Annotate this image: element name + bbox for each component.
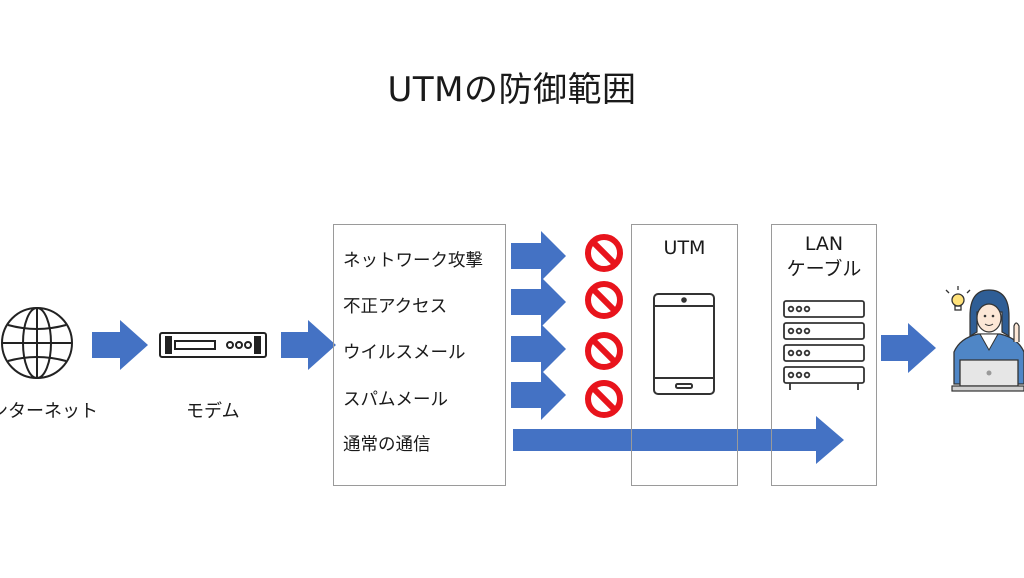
normal-communication: 通常の通信 — [343, 435, 431, 455]
utm-box — [631, 224, 738, 486]
arrow-normal-traffic — [513, 416, 844, 464]
arrow-threat-1 — [511, 231, 566, 281]
prohibited-icon — [585, 234, 623, 272]
threat-unauthorized-access: 不正アクセス — [343, 297, 448, 317]
threat-list-box — [333, 224, 506, 486]
prohibited-icon — [585, 281, 623, 319]
threat-virus-mail: ウイルスメール — [343, 343, 466, 363]
diagram-title: UTMの防御範囲 — [387, 70, 637, 110]
lan-title-line2: ケーブル — [786, 258, 862, 280]
arrow-threat-3 — [511, 324, 566, 374]
prohibited-icon — [585, 332, 623, 370]
office-worker-laptop-icon — [945, 286, 1024, 392]
lan-cable-box — [771, 224, 877, 486]
threat-spam-mail: スパムメール — [343, 390, 448, 410]
arrow-lan-to-user — [881, 323, 936, 373]
server-rack-icon — [783, 300, 865, 390]
modem-icon — [159, 332, 267, 358]
arrow-threat-2 — [511, 277, 566, 327]
modem-label: モデム — [186, 401, 240, 422]
arrow-internet-to-modem — [92, 320, 148, 370]
tablet-device-icon — [653, 293, 715, 395]
threat-network-attack: ネットワーク攻撃 — [343, 251, 483, 271]
arrow-modem-to-threats — [281, 320, 336, 370]
globe-icon — [1, 307, 73, 379]
prohibited-icon — [585, 380, 623, 418]
utm-title: UTM — [663, 237, 706, 259]
arrow-threat-4 — [511, 370, 566, 420]
lan-title-line1: LAN — [804, 233, 844, 255]
internet-label: インターネット — [0, 401, 98, 422]
